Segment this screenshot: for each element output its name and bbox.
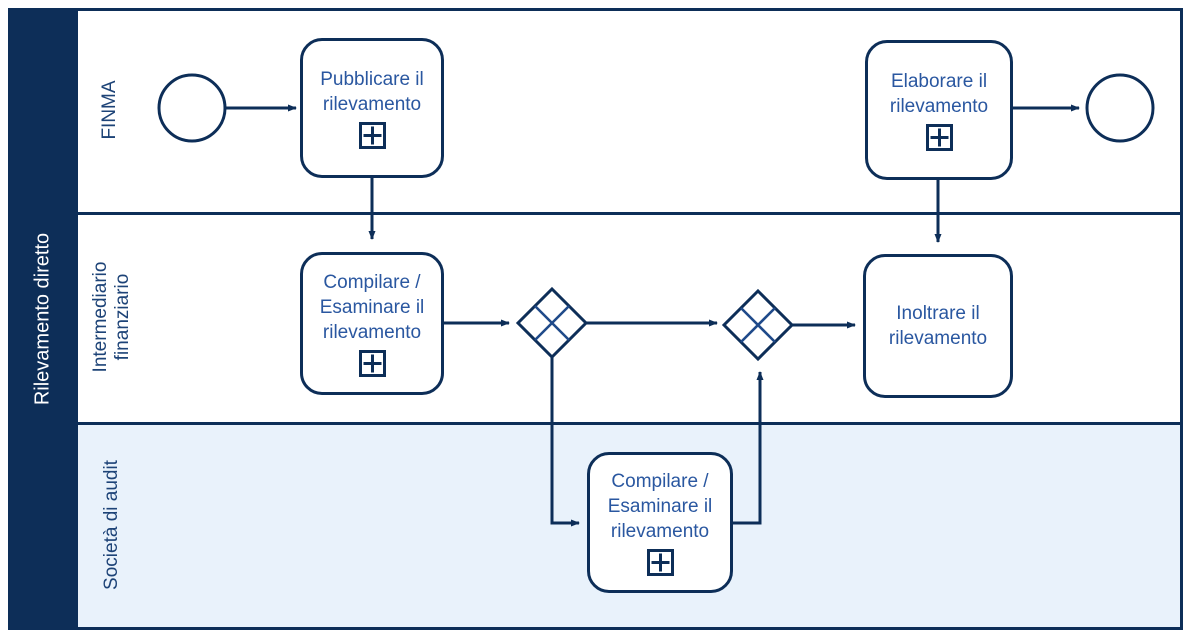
lane-label-societa-di-audit: Società di audit: [101, 460, 123, 590]
lane-label-finma: FINMA: [99, 80, 121, 140]
subprocess-plus-icon: [358, 122, 386, 149]
task-inoltrare-il-rilevamento: Inoltrare il rilevamento: [863, 254, 1013, 398]
flow-gateway1-to-fill-audit: [550, 357, 580, 527]
subprocess-plus-icon: [358, 350, 386, 377]
start-event-icon: [157, 73, 227, 143]
task-elaborare-il-rilevamento: Elaborare il rilevamento: [865, 40, 1013, 180]
subprocess-plus-icon: [925, 124, 953, 151]
flow-fill-audit-to-gateway2: [732, 371, 764, 525]
end-event-icon: [1085, 73, 1155, 143]
task-label: Compilare / Esaminare il rilevamento: [607, 471, 713, 542]
task-label: Pubblicare il rilevamento: [320, 69, 424, 115]
task-compilare-esaminare-il-rilevamento-audit: Compilare / Esaminare il rilevamento: [587, 452, 733, 593]
task-compilare-esaminare-il-rilevamento-fi: Compilare / Esaminare il rilevamento: [300, 252, 444, 395]
task-label: Inoltrare il rilevamento: [888, 303, 988, 349]
subprocess-plus-icon: [646, 549, 674, 576]
exclusive-gateway-icon-2: [721, 288, 795, 362]
pool-header-bar: [8, 8, 78, 630]
task-label: Compilare / Esaminare il rilevamento: [319, 272, 425, 343]
task-pubblicare-il-rilevamento: Pubblicare il rilevamento: [300, 38, 444, 178]
pool-label: Rilevamento diretto: [31, 232, 54, 406]
exclusive-gateway-icon-1: [515, 286, 589, 360]
lane-label-intermediario-finanziario: Intermediario finanziario: [90, 261, 133, 373]
task-label: Elaborare il rilevamento: [889, 71, 989, 117]
